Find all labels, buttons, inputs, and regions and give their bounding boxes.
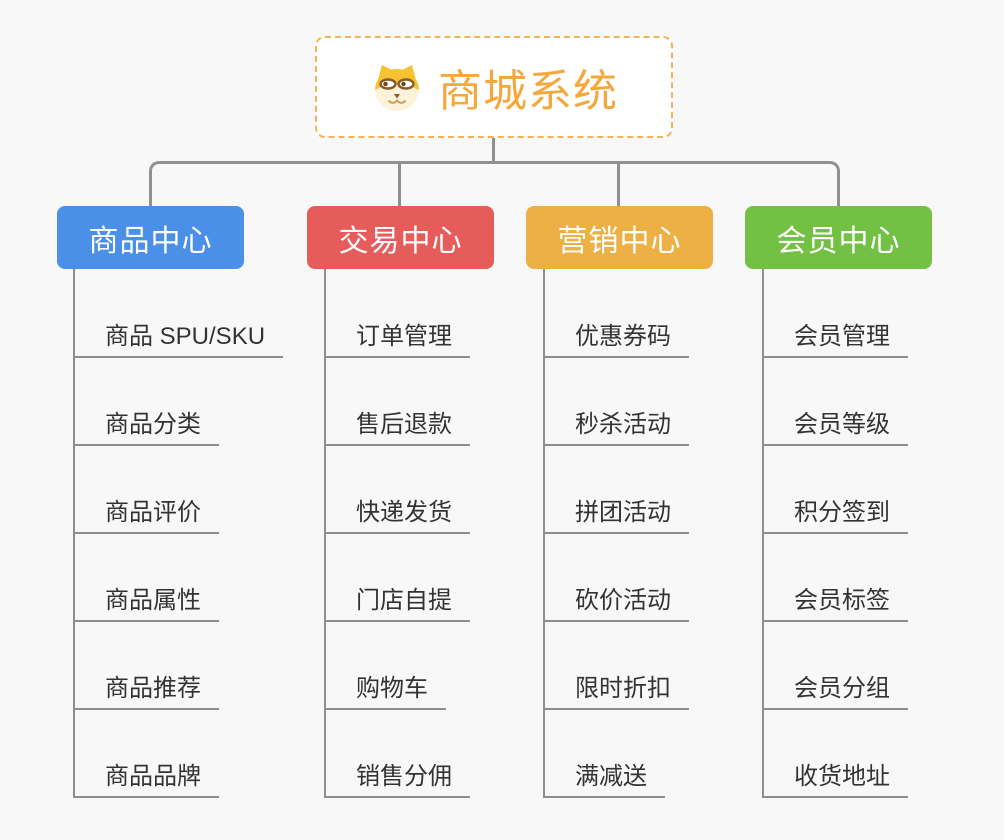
leaf-row: 订单管理 bbox=[326, 269, 561, 358]
leaf-row: 会员标签 bbox=[764, 534, 999, 622]
leaf-row: 商品推荐 bbox=[75, 622, 310, 710]
leaf-topic[interactable]: 商品推荐 bbox=[75, 668, 219, 710]
leaf-row: 快递发货 bbox=[326, 446, 561, 534]
leaf-topic[interactable]: 会员管理 bbox=[764, 316, 908, 358]
branch-topic-member-center[interactable]: 会员中心 bbox=[745, 206, 932, 269]
connector-branch3-stub bbox=[617, 161, 620, 206]
leaf-topic[interactable]: 会员标签 bbox=[764, 580, 908, 622]
leaf-topic[interactable]: 销售分佣 bbox=[326, 756, 470, 798]
leaf-row: 商品属性 bbox=[75, 534, 310, 622]
connector-rail bbox=[149, 161, 840, 206]
leaf-topic[interactable]: 限时折扣 bbox=[545, 668, 689, 710]
branch-topic-label: 交易中心 bbox=[338, 224, 463, 258]
leaf-row: 门店自提 bbox=[326, 534, 561, 622]
leaf-row: 砍价活动 bbox=[545, 534, 780, 622]
leaf-topic[interactable]: 积分签到 bbox=[764, 492, 908, 534]
branch-topic-trade-center[interactable]: 交易中心 bbox=[307, 206, 494, 269]
leaf-row: 购物车 bbox=[326, 622, 561, 710]
leaf-topic[interactable]: 商品分类 bbox=[75, 404, 219, 446]
leaf-topic[interactable]: 秒杀活动 bbox=[545, 404, 689, 446]
leaf-topic[interactable]: 订单管理 bbox=[326, 316, 470, 358]
leaf-topic[interactable]: 购物车 bbox=[326, 668, 446, 710]
leaf-topic[interactable]: 会员等级 bbox=[764, 404, 908, 446]
leaf-topic[interactable]: 门店自提 bbox=[326, 580, 470, 622]
leaf-row: 商品品牌 bbox=[75, 710, 310, 798]
branch-children-marketing-center: 优惠券码 秒杀活动 拼团活动 砍价活动 限时折扣 满减送 bbox=[543, 269, 780, 798]
branch-topic-marketing-center[interactable]: 营销中心 bbox=[526, 206, 713, 269]
leaf-topic[interactable]: 优惠券码 bbox=[545, 316, 689, 358]
leaf-topic[interactable]: 收货地址 bbox=[764, 756, 908, 798]
leaf-topic[interactable]: 商品属性 bbox=[75, 580, 219, 622]
leaf-topic[interactable]: 售后退款 bbox=[326, 404, 470, 446]
leaf-topic[interactable]: 会员分组 bbox=[764, 668, 908, 710]
shiba-dog-icon bbox=[370, 62, 424, 112]
root-topic[interactable]: 商城系统 bbox=[315, 36, 673, 138]
leaf-row: 限时折扣 bbox=[545, 622, 780, 710]
leaf-row: 商品 SPU/SKU bbox=[75, 269, 310, 358]
leaf-topic[interactable]: 商品品牌 bbox=[75, 756, 219, 798]
leaf-topic[interactable]: 商品 SPU/SKU bbox=[75, 316, 284, 358]
leaf-row: 售后退款 bbox=[326, 358, 561, 446]
leaf-row: 拼团活动 bbox=[545, 446, 780, 534]
leaf-topic[interactable]: 快递发货 bbox=[326, 492, 470, 534]
leaf-row: 收货地址 bbox=[764, 710, 999, 798]
leaf-row: 积分签到 bbox=[764, 446, 999, 534]
connector-branch2-stub bbox=[398, 161, 401, 206]
leaf-topic[interactable]: 砍价活动 bbox=[545, 580, 689, 622]
branch-topic-label: 营销中心 bbox=[557, 224, 682, 258]
leaf-row: 商品评价 bbox=[75, 446, 310, 534]
leaf-row: 会员管理 bbox=[764, 269, 999, 358]
leaf-topic[interactable]: 满减送 bbox=[545, 756, 665, 798]
leaf-row: 秒杀活动 bbox=[545, 358, 780, 446]
branch-topic-label: 会员中心 bbox=[776, 224, 901, 258]
leaf-row: 商品分类 bbox=[75, 358, 310, 446]
connector-root-stub bbox=[492, 138, 495, 164]
branch-topic-product-center[interactable]: 商品中心 bbox=[57, 206, 244, 269]
leaf-topic[interactable]: 拼团活动 bbox=[545, 492, 689, 534]
branch-children-trade-center: 订单管理 售后退款 快递发货 门店自提 购物车 销售分佣 bbox=[324, 269, 561, 798]
branch-topic-label: 商品中心 bbox=[88, 224, 213, 258]
leaf-row: 满减送 bbox=[545, 710, 780, 798]
leaf-topic[interactable]: 商品评价 bbox=[75, 492, 219, 534]
leaf-row: 优惠券码 bbox=[545, 269, 780, 358]
leaf-row: 销售分佣 bbox=[326, 710, 561, 798]
branch-children-member-center: 会员管理 会员等级 积分签到 会员标签 会员分组 收货地址 bbox=[762, 269, 999, 798]
branch-children-product-center: 商品 SPU/SKU 商品分类 商品评价 商品属性 商品推荐 商品品牌 bbox=[73, 269, 310, 798]
root-topic-label: 商城系统 bbox=[438, 67, 618, 116]
leaf-row: 会员等级 bbox=[764, 358, 999, 446]
leaf-row: 会员分组 bbox=[764, 622, 999, 710]
